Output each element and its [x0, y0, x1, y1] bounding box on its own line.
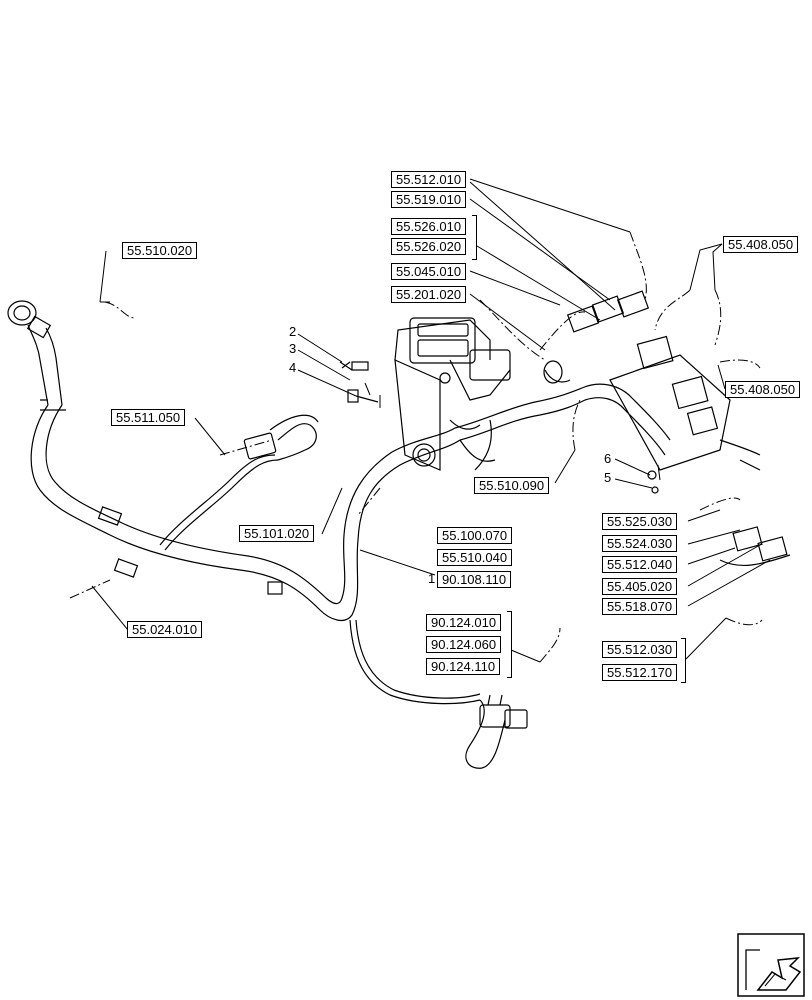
item-number-6[interactable]: 6 [604, 451, 612, 466]
bracket-90-124 [507, 611, 512, 678]
callout-55-518-070[interactable]: 55.518.070 [602, 598, 678, 615]
main-harness-cable [30, 383, 671, 622]
left-plug-assembly [7, 300, 66, 411]
callout-90-124-010[interactable]: 90.124.010 [426, 614, 502, 631]
callout-55-408-050-top[interactable]: 55.408.050 [723, 236, 799, 253]
next-page-arrow-icon[interactable] [737, 933, 805, 997]
item-number-3[interactable]: 3 [289, 341, 297, 356]
callout-55-512-010-top[interactable]: 55.512.010 [391, 171, 467, 188]
item-number-4[interactable]: 4 [289, 360, 297, 375]
right-relay-panel [543, 290, 791, 566]
callout-55-524-030[interactable]: 55.524.030 [602, 535, 678, 552]
bracket-55-512 [681, 638, 686, 683]
leader-lines [91, 178, 771, 663]
callout-55-510-090[interactable]: 55.510.090 [474, 477, 550, 494]
callout-55-510-020[interactable]: 55.510.020 [122, 242, 198, 259]
callout-55-512-170[interactable]: 55.512.170 [602, 664, 678, 681]
callout-55-512-030[interactable]: 55.512.030 [602, 641, 678, 658]
callout-55-024-010[interactable]: 55.024.010 [127, 621, 203, 638]
callout-55-100-070[interactable]: 55.100.070 [437, 527, 513, 544]
callout-55-526-010[interactable]: 55.526.010 [391, 218, 467, 235]
phantom-lines [69, 231, 763, 663]
item-number-5[interactable]: 5 [604, 470, 612, 485]
callout-55-101-020[interactable]: 55.101.020 [239, 525, 315, 542]
hardware-bolts [339, 361, 659, 494]
callout-55-526-020[interactable]: 55.526.020 [391, 238, 467, 255]
callout-90-124-060[interactable]: 90.124.060 [426, 636, 502, 653]
callout-55-525-030[interactable]: 55.525.030 [602, 513, 678, 530]
callout-55-510-040[interactable]: 55.510.040 [437, 549, 513, 566]
secondary-wire-loop [97, 414, 319, 595]
callout-55-512-040[interactable]: 55.512.040 [602, 556, 678, 573]
callout-55-511-050[interactable]: 55.511.050 [111, 409, 186, 426]
callout-55-519-010[interactable]: 55.519.010 [391, 191, 467, 208]
callout-55-408-050-mid[interactable]: 55.408.050 [725, 381, 801, 398]
callout-90-124-110[interactable]: 90.124.110 [426, 658, 501, 675]
lower-connector-cable [349, 619, 528, 769]
item-number-2[interactable]: 2 [289, 324, 297, 339]
central-bracket-fusebox [394, 317, 511, 471]
callout-55-045-010[interactable]: 55.045.010 [391, 263, 467, 280]
callout-55-405-020[interactable]: 55.405.020 [602, 578, 678, 595]
bracket-55-526 [472, 215, 477, 260]
callout-90-108-110[interactable]: 90.108.110 [437, 571, 512, 588]
item-number-1[interactable]: 1 [428, 571, 436, 586]
callout-55-201-020[interactable]: 55.201.020 [391, 286, 467, 303]
